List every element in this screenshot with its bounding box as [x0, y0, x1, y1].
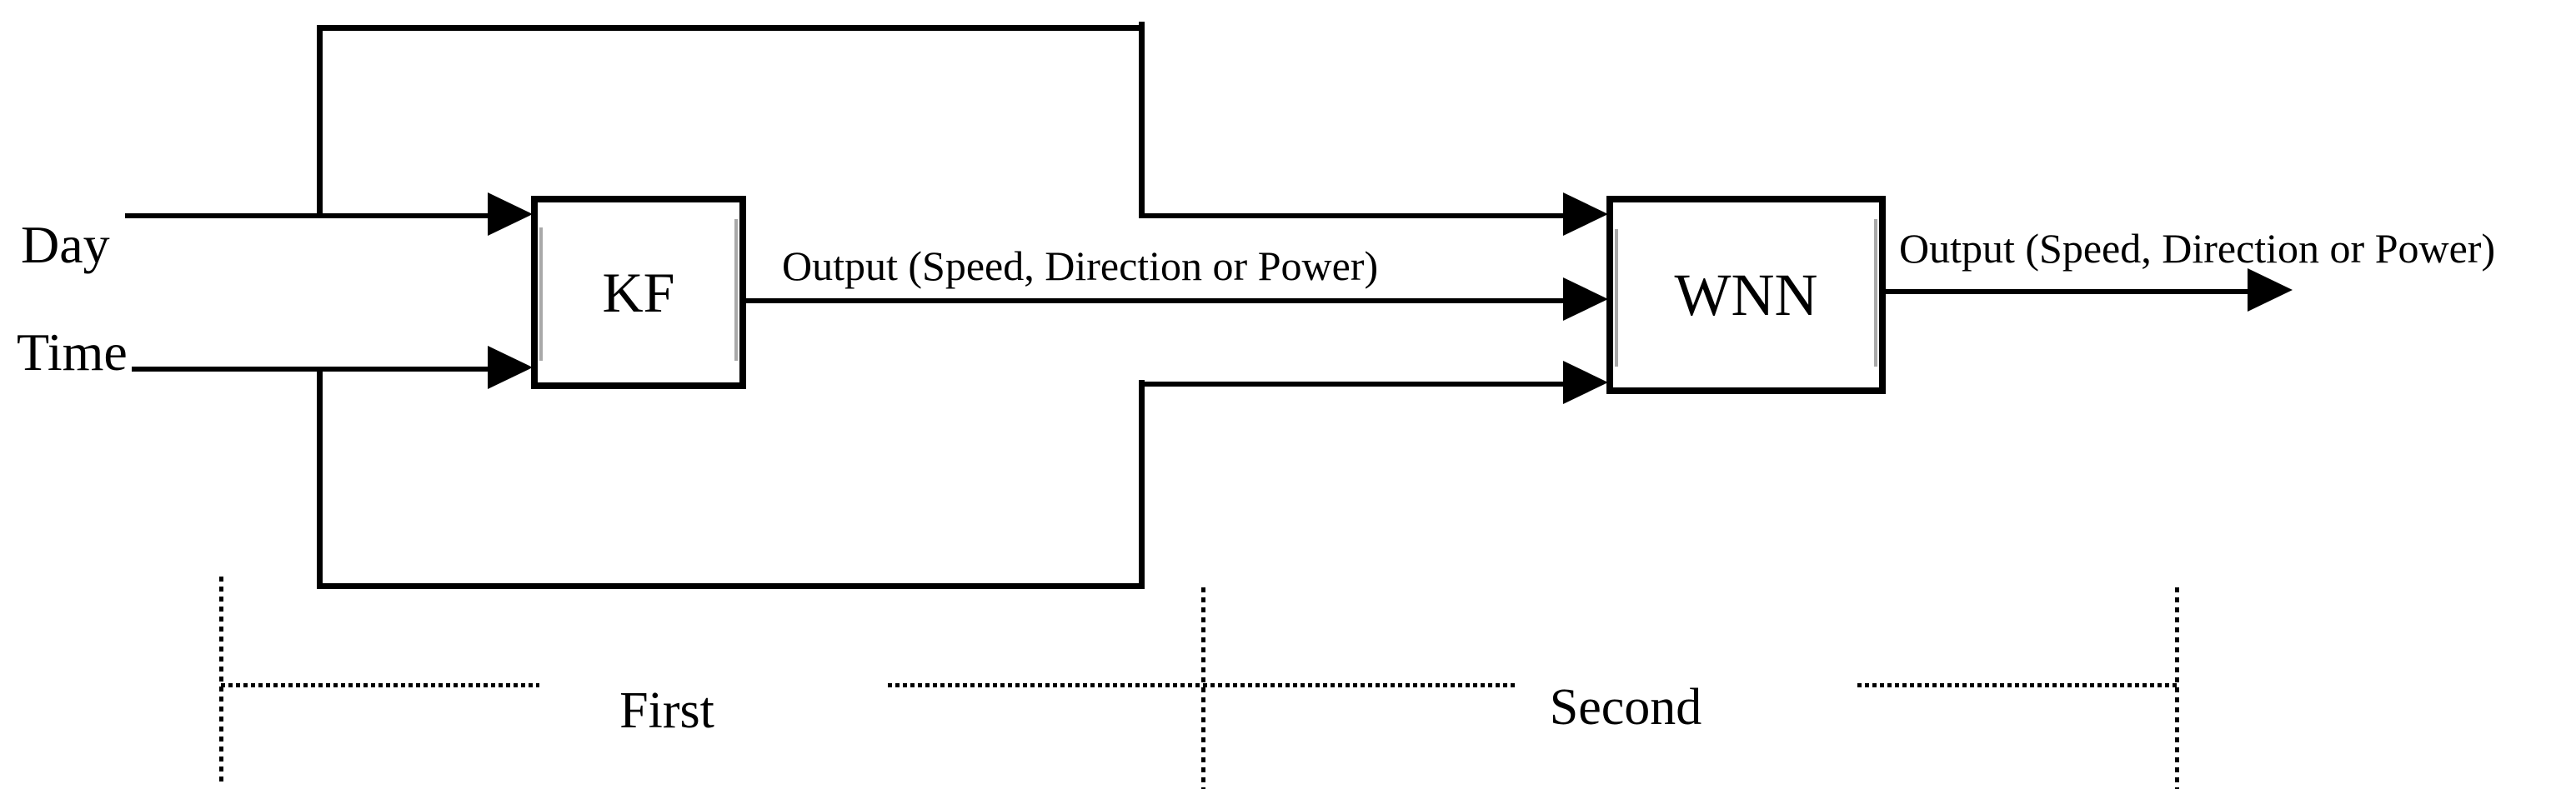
stage-first-label: First [619, 682, 714, 739]
wnn-block: WNN [1606, 196, 1886, 394]
wnn-input-arrow-bottom-line [1142, 382, 1571, 387]
wnn-input-arrow-top-line [1142, 213, 1571, 218]
wnn-input-arrow-top-head-icon [1563, 192, 1608, 236]
stage-divider-left [219, 577, 223, 787]
kf-output-arrowhead-icon [1563, 277, 1608, 321]
wnn-inner-shadow-right [1874, 219, 1877, 367]
stage-rule-segment-2 [888, 683, 1517, 687]
outer-box-left-edge-upper [317, 25, 323, 218]
outer-box-top-edge [317, 25, 1145, 31]
kf-inner-shadow-left [539, 227, 543, 361]
stage-rule-segment-3 [1857, 683, 2177, 687]
stage-second-label: Second [1549, 679, 1702, 736]
kf-label: KF [602, 261, 675, 324]
day-label: Day [21, 215, 110, 274]
day-arrowhead-icon [488, 192, 533, 236]
time-label: Time [17, 322, 128, 382]
wnn-inner-shadow-left [1615, 229, 1618, 367]
kf-output-label: Output (Speed, Direction or Power) [782, 242, 1379, 289]
wnn-input-arrow-bottom-head-icon [1563, 361, 1608, 404]
day-arrow-line [125, 213, 496, 218]
stage-rule-segment-1 [221, 683, 539, 687]
stage-divider-middle [1201, 587, 1205, 789]
kf-inner-shadow-right [734, 219, 738, 361]
outer-box-right-edge-lower [1139, 380, 1145, 589]
kf-output-arrow-line [746, 298, 1571, 303]
final-output-arrowhead-icon [2248, 268, 2293, 312]
outer-box-bottom-edge [317, 583, 1145, 589]
final-output-arrow-line [1886, 289, 2253, 294]
time-arrowhead-icon [488, 346, 533, 389]
outer-box-left-edge-lower [317, 367, 323, 589]
final-output-label: Output (Speed, Direction or Power) [1899, 225, 2496, 272]
outer-box-right-edge-upper [1139, 22, 1145, 218]
wnn-label: WNN [1674, 262, 1818, 328]
kf-block: KF [531, 196, 746, 389]
stage-divider-right [2175, 587, 2179, 789]
time-arrow-line [132, 367, 496, 372]
